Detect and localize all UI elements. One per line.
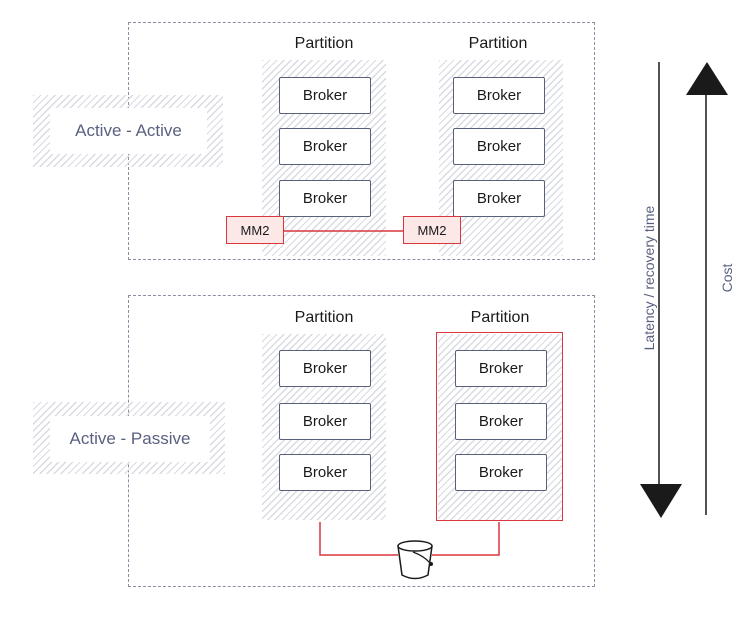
broker-box: Broker (279, 350, 371, 387)
mm2-box-right: MM2 (403, 216, 461, 244)
broker-box: Broker (279, 403, 371, 440)
partition-title: Partition (468, 35, 528, 52)
partition-title: Partition (294, 35, 354, 52)
partition-title: Partition (470, 309, 530, 326)
broker-box: Broker (279, 180, 371, 217)
broker-box: Broker (453, 77, 545, 114)
broker-box: Broker (453, 128, 545, 165)
latency-recovery-label: Latency / recovery time (641, 205, 657, 351)
broker-box: Broker (279, 77, 371, 114)
passive-partition-highlight (436, 332, 563, 521)
active-passive-label: Active - Passive (50, 416, 210, 462)
cost-label: Cost (719, 263, 735, 293)
bucket-icon (397, 540, 433, 580)
arrow-up-icon (686, 62, 728, 95)
broker-box: Broker (279, 454, 371, 491)
backup-connector-line (432, 522, 500, 556)
broker-box: Broker (279, 128, 371, 165)
partition-title: Partition (294, 309, 354, 326)
backup-connector-line (319, 522, 398, 556)
broker-box: Broker (453, 180, 545, 217)
mm2-box-left: MM2 (226, 216, 284, 244)
broker-box: Broker (455, 403, 547, 440)
broker-box: Broker (455, 350, 547, 387)
broker-box: Broker (455, 454, 547, 491)
active-active-label: Active - Active (50, 108, 207, 154)
arrow-down-icon (640, 484, 682, 518)
